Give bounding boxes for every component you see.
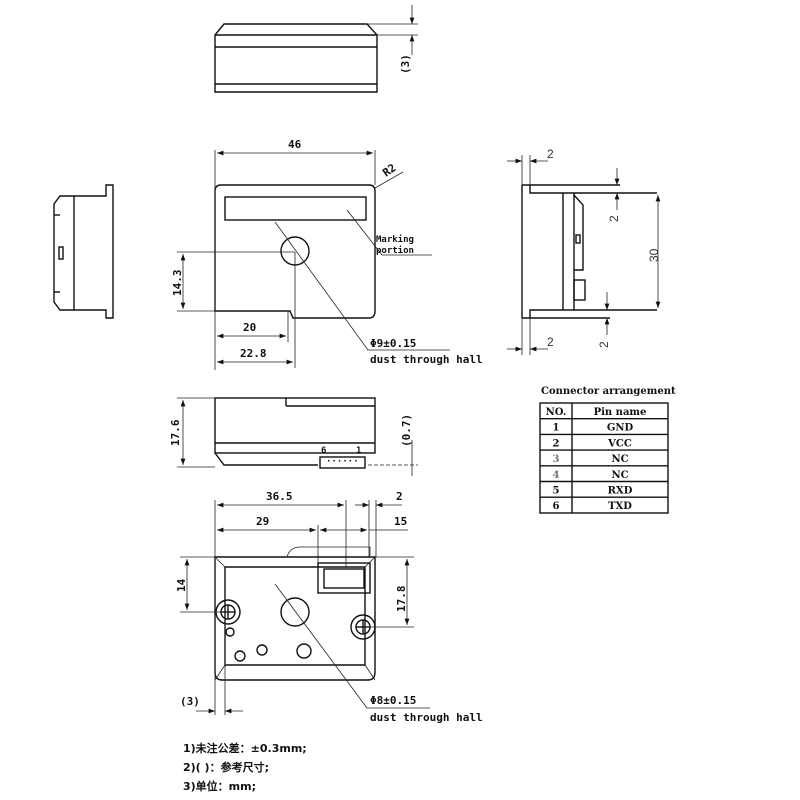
pin-name: NC [611,454,628,465]
connector-dim: 36.5 [266,490,293,503]
window-dim: 29 [256,515,269,528]
hole9-desc: dust through hall [370,353,483,366]
pin-name: NC [611,470,628,481]
note-3: 3)单位：mm; [183,779,256,793]
window-width-dim: 15 [394,515,407,528]
top-thickness-dim: 2 [547,147,554,161]
pin-name: RXD [608,486,633,497]
marking-label-1: Marking [376,234,414,245]
table-row: 1 GND [553,423,634,434]
table-row: 5 RXD [553,486,633,497]
pin-number: 2 [553,438,560,449]
note-2: 2)( )：参考尺寸; [183,760,269,774]
hole8-desc: dust through hall [370,711,483,724]
hole9-spec: Φ9±0.15 [370,337,416,350]
pin-number: 4 [553,470,560,481]
screw-right-dim: 17.8 [395,586,408,613]
header-pin-name: Pin name [594,407,647,418]
front-view: 46 R2 Marking portion 14.3 20 22.8 Φ9±0.… [171,138,483,370]
marking-label-2: portion [376,245,414,256]
table-row: 6 TXD [553,501,633,512]
table-row: 2 VCC [553,438,632,449]
notch-dim: 20 [243,321,256,334]
radius-dim: R2 [380,161,398,179]
note-1: 1)未注公差：±0.3mm; [183,741,307,755]
hole8-spec: Φ8±0.15 [370,694,416,707]
pin-name: VCC [607,438,632,449]
top-offset-dim: 2 [607,215,621,222]
hole-height-dim: 14.3 [171,270,184,297]
pin-number: 1 [553,423,560,434]
pin-number: 3 [553,454,560,465]
pin-label-6: 6 [321,446,326,456]
offset-0-7-dim: (0.7) [400,414,413,447]
header-no: NO. [546,407,567,418]
bottom-view: 36.5 2 29 15 14 17.8 (3) Φ8±0.15 dust th… [175,490,483,724]
side-view: ······ 6 1 17.6 (0.7) [169,397,418,476]
pin-number: 5 [553,486,560,497]
bottom-offset-dim: 2 [597,341,611,348]
table-row: 3 NC [553,454,629,465]
top-height-dim: (3) [399,54,412,74]
pin-name: GND [607,423,634,434]
height-30-dim: 30 [647,248,661,262]
hole-x-dim: 22.8 [240,347,267,360]
height-17-6-dim: 17.6 [169,419,182,446]
screw-left-dim: 14 [175,578,188,592]
pin-label-1: 1 [356,446,361,456]
wall-dim: 2 [396,490,403,503]
left-side-view [53,184,114,319]
pin-number: 6 [553,501,560,512]
top-view: (3) [214,5,418,93]
table-row: 4 NC [553,470,629,481]
table-title: Connector arrangement [541,386,676,397]
bottom-thickness-dim: 2 [547,335,554,349]
pin-name: TXD [608,501,632,512]
margin-dim: (3) [180,695,200,708]
right-view: 2 2 30 2 2 [507,147,661,355]
connector-pins: ······ [326,457,359,467]
width-dim: 46 [288,138,302,151]
notes: 1)未注公差：±0.3mm; 2)( )：参考尺寸; 3)单位：mm; [183,741,307,793]
